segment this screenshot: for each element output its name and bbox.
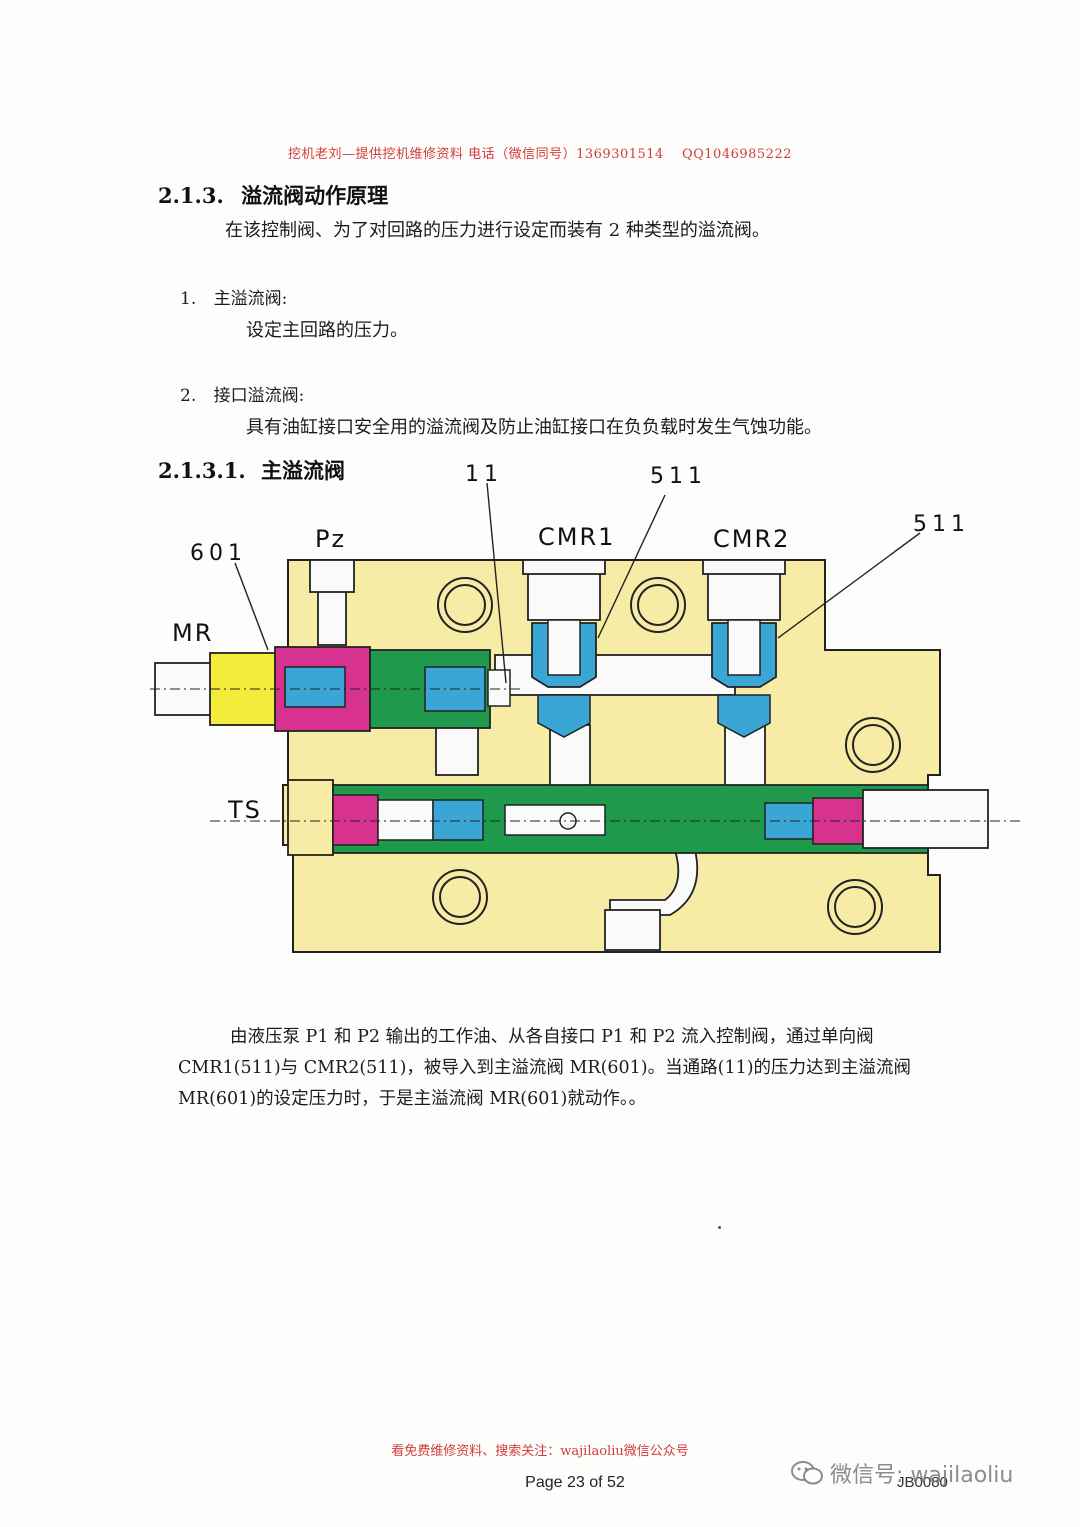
label-11: 11: [465, 462, 503, 487]
item-1-desc: 设定主回路的压力。: [246, 320, 408, 341]
check-valve-cmr1: [522, 559, 606, 738]
label-ts: TS: [227, 796, 262, 824]
paragraph-line-2: CMR1(511)与 CMR2(511)，被导入到主溢流阀 MR(601)。当通…: [178, 1058, 912, 1078]
item-1-number: 1.: [180, 289, 197, 309]
section-title: 溢流阀动作原理: [241, 183, 389, 208]
scan-speck: [718, 1226, 721, 1229]
paragraph-line-1: 由液压泵 P1 和 P2 输出的工作油、从各自接口 P1 和 P2 流入控制阀，…: [230, 1027, 874, 1047]
label-pz: Pz: [315, 525, 346, 553]
lower-spool-assembly: [210, 779, 1020, 856]
mounting-holes: [432, 577, 901, 935]
watermark-text: 微信号: wajilaoliu: [830, 1463, 1014, 1488]
header-contact-note: 挖机老刘—提供挖机维修资料 电话（微信同号）1369301514 QQ10469…: [287, 147, 792, 162]
section-heading: 2.1.3. 溢流阀动作原理: [158, 180, 388, 210]
check-valve-cmr2: [702, 559, 786, 738]
item-2-desc: 具有油缸接口安全用的溢流阀及防止油缸接口在负负载时发生气蚀功能。: [246, 417, 822, 438]
subsection-number: 2.1.3.1.: [158, 458, 246, 483]
item-2-title: 接口溢流阀:: [213, 386, 305, 406]
subsection-title: 主溢流阀: [261, 458, 346, 483]
label-mr: MR: [172, 619, 213, 647]
item-1-heading: 1. 主溢流阀:: [180, 284, 287, 309]
item-2-heading: 2. 接口溢流阀:: [180, 381, 304, 406]
paragraph-line-3: MR(601)的设定压力时，于是主溢流阀 MR(601)就动作。。: [178, 1089, 647, 1109]
label-511-cmr2: 511: [913, 512, 970, 537]
operation-paragraph: 由液压泵 P1 和 P2 输出的工作油、从各自接口 P1 和 P2 流入控制阀，…: [178, 1022, 1018, 1115]
section-number: 2.1.3.: [158, 183, 224, 208]
pz-port: [309, 559, 355, 593]
subsection-heading: 2.1.3.1. 主溢流阀: [158, 455, 345, 485]
label-601: 601: [190, 541, 247, 566]
label-511-cmr1: 511: [650, 464, 707, 489]
label-cmr1: CMR1: [538, 523, 615, 551]
footer-promo-note: 看免费维修资料、搜索关注：wajilaoliu微信公众号: [391, 1444, 689, 1459]
item-2-number: 2.: [180, 386, 197, 406]
leader-lines: [234, 482, 921, 684]
main-relief-valve-mr: [150, 646, 520, 732]
label-cmr2: CMR2: [713, 525, 790, 553]
document-code: JB0080: [897, 1474, 948, 1491]
wechat-watermark: 微信号: wajilaoliu: [790, 1458, 1013, 1488]
page-number: Page 23 of 52: [525, 1474, 625, 1491]
main-relief-valve-diagram: 11 511 511 601 Pz CMR1 CMR2 MR TS: [150, 455, 1030, 970]
valve-cross-section: 11 511 511 601 Pz CMR1 CMR2 MR TS: [150, 462, 1020, 953]
section-intro: 在该控制阀、为了对回路的压力进行设定而装有 2 种类型的溢流阀。: [225, 220, 770, 241]
item-1-title: 主溢流阀:: [213, 289, 288, 309]
wechat-icon: [791, 1461, 823, 1485]
